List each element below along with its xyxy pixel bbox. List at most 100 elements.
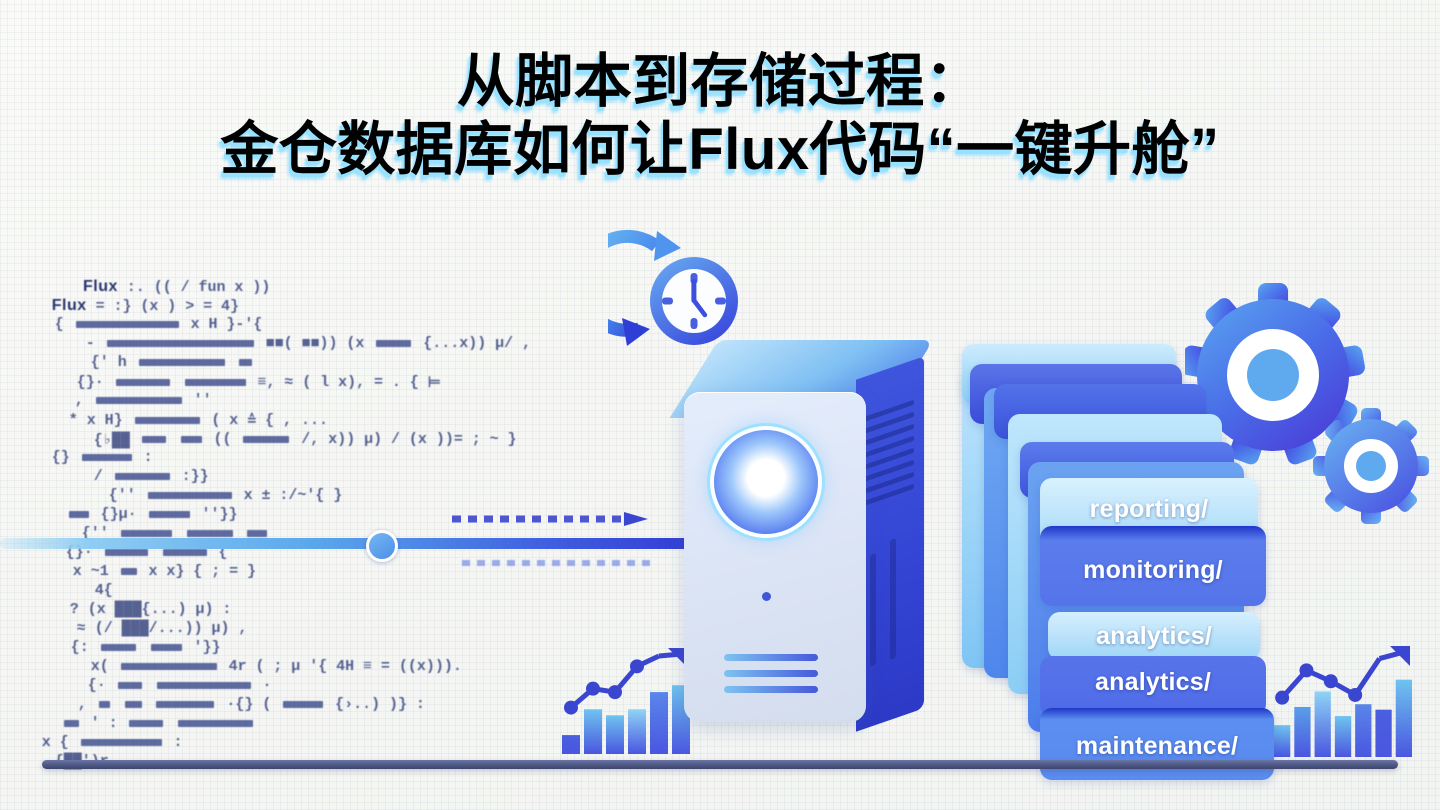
code-glyph: { xyxy=(409,374,419,391)
code-glyph: {· xyxy=(87,677,106,695)
chart-bar xyxy=(1334,716,1352,757)
chart-bar xyxy=(1355,704,1372,757)
chart-bar xyxy=(584,709,602,754)
code-glyph: ''}} xyxy=(201,506,238,524)
code-token xyxy=(247,530,268,538)
code-token xyxy=(100,644,136,652)
code-glyph: ~ xyxy=(489,431,499,448)
chart-bar xyxy=(1395,679,1412,757)
folder-label-reporting: reporting/ xyxy=(1089,495,1209,523)
code-glyph: µ/ xyxy=(495,335,514,353)
code-glyph: :}} xyxy=(181,468,209,486)
code-glyph: . xyxy=(391,374,401,391)
code-glyph: x} xyxy=(166,563,185,581)
code-glyph: H} xyxy=(104,412,123,429)
code-token xyxy=(134,417,200,424)
code-glyph: (( xyxy=(213,431,232,448)
code-token xyxy=(141,436,166,443)
code-keyword: Flux xyxy=(51,297,87,314)
code-line: , '' xyxy=(57,392,212,409)
code-glyph: = xyxy=(229,563,239,581)
code-glyph: ((x))). xyxy=(398,658,462,676)
code-glyph: {} xyxy=(51,449,70,467)
chart-bar xyxy=(1375,709,1392,757)
pipeline-node-start xyxy=(366,530,398,562)
database-server-icon xyxy=(664,340,964,760)
code-glyph: ■■)) xyxy=(301,335,338,353)
chart-arrow-head xyxy=(668,648,688,668)
code-glyph: * xyxy=(68,412,78,429)
code-backdrop: Flux :. (( / fun x )) Flux = :} (x ) > =… xyxy=(18,278,578,770)
code-glyph: : xyxy=(108,715,118,733)
code-token xyxy=(184,379,246,386)
pipeline-arrow-bottom xyxy=(462,556,662,568)
code-glyph: ( xyxy=(255,658,265,676)
code-token xyxy=(129,720,164,728)
folder-analytics[interactable]: analytics/ xyxy=(1040,656,1266,716)
chart-bar xyxy=(1314,691,1331,757)
code-glyph: ± xyxy=(261,487,271,505)
code-glyph: , xyxy=(74,392,84,410)
code-keyword: Flux xyxy=(83,278,118,295)
code-token xyxy=(148,511,190,519)
code-token xyxy=(243,436,290,443)
code-glyph: ·{} xyxy=(226,696,254,714)
code-glyph: )) xyxy=(252,278,271,296)
code-line: {}µ· ''}} xyxy=(48,506,237,523)
code-glyph: {›..) xyxy=(335,696,381,714)
code-glyph: : xyxy=(173,734,183,752)
code-token xyxy=(283,701,324,709)
title-line-2: 金仓数据库如何让Flux代码“一键升舱” xyxy=(220,117,1220,182)
code-line: {' h xyxy=(73,354,255,371)
code-glyph: 4r xyxy=(228,658,247,676)
code-glyph: = xyxy=(374,374,384,391)
code-glyph: { xyxy=(193,563,203,581)
folder-label-analytics-1: analytics/ xyxy=(1096,622,1212,650)
code-token xyxy=(156,701,215,709)
code-token xyxy=(180,436,202,443)
code-token xyxy=(98,701,110,709)
code-glyph: ; xyxy=(211,563,221,581)
code-glyph: ... xyxy=(300,412,328,429)
code-glyph: x xyxy=(190,316,200,334)
code-glyph: ≡, xyxy=(257,374,276,391)
code-line: ? (x ███{...) µ) : xyxy=(52,601,232,618)
code-glyph: } xyxy=(333,487,343,505)
code-glyph: :. xyxy=(126,278,145,296)
scheduler-clock-icon xyxy=(574,228,758,368)
code-glyph: ⊨ xyxy=(427,375,441,392)
code-token xyxy=(120,530,172,538)
code-glyph: H xyxy=(208,316,218,334)
folder-maintenance[interactable]: maintenance/ xyxy=(1040,708,1274,780)
code-line: { x H }-'{ xyxy=(37,316,263,333)
chart-arrow-head xyxy=(1390,646,1410,666)
folder-analytics-highlight[interactable]: analytics/ xyxy=(1048,612,1260,660)
code-glyph: ███/...)) xyxy=(121,620,203,638)
code-glyph: {'' xyxy=(108,487,136,505)
code-glyph: {♭██ xyxy=(93,432,130,449)
right-growth-chart xyxy=(1268,638,1418,763)
code-glyph: (x xyxy=(87,601,106,619)
chart-bar xyxy=(562,735,580,754)
code-glyph: / xyxy=(180,278,190,296)
code-line: Flux :. (( / fun x )) xyxy=(83,278,270,296)
code-glyph: 4} xyxy=(221,297,240,315)
code-glyph: {...x)) xyxy=(423,335,487,353)
code-glyph: x xyxy=(86,412,96,429)
code-line: ' : xyxy=(43,715,256,732)
code-glyph: (x xyxy=(408,431,427,448)
code-glyph: }-'{ xyxy=(226,316,263,334)
code-glyph: {}· xyxy=(76,374,104,391)
gear-icon xyxy=(1181,283,1365,465)
folder-monitoring[interactable]: monitoring/ xyxy=(1040,526,1266,606)
code-glyph: } xyxy=(247,563,257,581)
folder-label-analytics-2: analytics/ xyxy=(1095,668,1211,696)
code-token xyxy=(68,511,89,519)
gear-small-icon xyxy=(1313,408,1429,524)
code-glyph: ; xyxy=(273,658,283,676)
code-glyph: x xyxy=(234,278,244,296)
pipeline-arrow-top xyxy=(452,512,652,526)
code-glyph: (x xyxy=(140,297,159,315)
code-glyph: x xyxy=(41,734,51,752)
code-line: ≈ (/ ███/...)) µ) , xyxy=(59,620,248,637)
